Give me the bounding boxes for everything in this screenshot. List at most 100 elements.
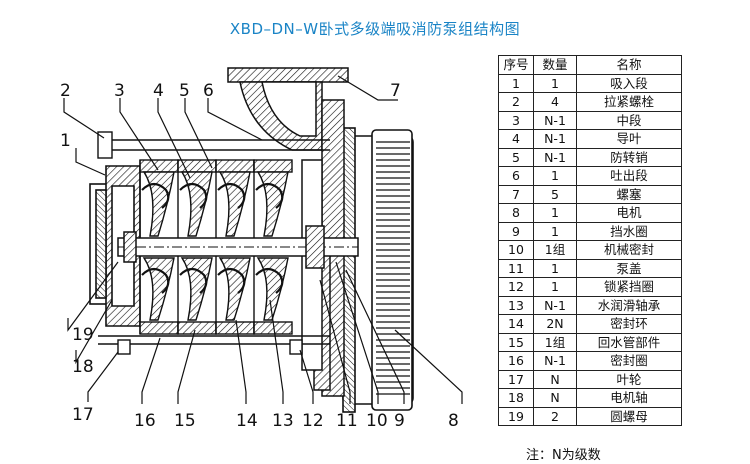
row-quantity: 1 [533, 258, 577, 278]
row-part-name: 吐出段 [576, 166, 682, 186]
callout-4: 4 [153, 81, 164, 101]
callout-15: 15 [174, 411, 196, 431]
diagram-title: XBD–DN–W卧式多级端吸消防泵组结构图 [229, 20, 521, 38]
discharge-section [227, 67, 349, 397]
row-part-name: 泵盖 [576, 258, 682, 278]
callout-18: 18 [72, 357, 94, 377]
callout-12: 12 [302, 411, 324, 431]
row-number: 6 [498, 166, 534, 186]
row-part-name: 密封圈 [576, 351, 682, 371]
row-part-name: 密封环 [576, 314, 682, 334]
callout-2: 2 [60, 81, 71, 101]
callout-9: 9 [394, 411, 405, 431]
motor-shaft [117, 225, 359, 269]
row-part-name: 圆螺母 [576, 406, 682, 426]
row-part-name: 挡水圈 [576, 221, 682, 241]
tie-bolts [97, 131, 330, 355]
row-quantity: 1 [533, 221, 577, 241]
row-number: 2 [498, 92, 534, 112]
motor [342, 127, 414, 413]
callout-14: 14 [236, 411, 258, 431]
callout-6: 6 [203, 81, 214, 101]
callout-10: 10 [366, 411, 388, 431]
row-number: 15 [498, 332, 534, 352]
row-part-name: 回水管部件 [576, 332, 682, 352]
row-part-name: 机械密封 [576, 240, 682, 260]
row-quantity: 2 [533, 406, 577, 426]
callout-19: 19 [72, 325, 94, 345]
row-number: 4 [498, 129, 534, 149]
row-number: 11 [498, 258, 534, 278]
row-part-name: 拉紧螺栓 [576, 92, 682, 112]
row-quantity: 1 [533, 277, 577, 297]
column-header: 名称 [576, 55, 682, 75]
row-number: 1 [498, 73, 534, 93]
callout-5: 5 [179, 81, 190, 101]
row-quantity: N [533, 369, 577, 389]
row-number: 17 [498, 369, 534, 389]
row-quantity: N-1 [533, 129, 577, 149]
table-header-row: 序号 数量 名称 [498, 55, 682, 75]
row-quantity: 5 [533, 184, 577, 204]
callout-16: 16 [134, 411, 156, 431]
row-quantity: 1 [533, 203, 577, 223]
callout-17: 17 [72, 405, 94, 425]
column-header: 数量 [533, 55, 577, 75]
row-quantity: 1 [533, 73, 577, 93]
callout-3: 3 [114, 81, 125, 101]
column-header: 序号 [498, 55, 534, 75]
row-part-name: 中段 [576, 110, 682, 130]
row-part-name: 叶轮 [576, 369, 682, 389]
row-part-name: 防转销 [576, 147, 682, 167]
row-quantity: 4 [533, 92, 577, 112]
callout-8: 8 [448, 411, 459, 431]
row-number: 5 [498, 147, 534, 167]
row-number: 13 [498, 295, 534, 315]
row-part-name: 导叶 [576, 129, 682, 149]
row-quantity: N-1 [533, 351, 577, 371]
row-quantity: N [533, 388, 577, 408]
callout-7: 7 [390, 81, 401, 101]
callout-11: 11 [336, 411, 358, 431]
row-part-name: 锁紧挡圈 [576, 277, 682, 297]
row-part-name: 吸入段 [576, 73, 682, 93]
row-number: 18 [498, 388, 534, 408]
row-number: 16 [498, 351, 534, 371]
row-part-name: 螺塞 [576, 184, 682, 204]
callout-labels: 1 2 3 4 5 6 7 8 9 10 11 12 13 14 15 16 1… [60, 81, 459, 431]
row-quantity: N-1 [533, 110, 577, 130]
row-number: 9 [498, 221, 534, 241]
row-number: 12 [498, 277, 534, 297]
row-number: 3 [498, 110, 534, 130]
callout-13: 13 [272, 411, 294, 431]
leader-lines [63, 75, 463, 404]
row-number: 14 [498, 314, 534, 334]
row-number: 10 [498, 240, 534, 260]
row-number: 7 [498, 184, 534, 204]
row-number: 8 [498, 203, 534, 223]
row-quantity: 2N [533, 314, 577, 334]
row-quantity: 1组 [533, 240, 577, 260]
footnote: 注：N为级数 [526, 448, 601, 463]
